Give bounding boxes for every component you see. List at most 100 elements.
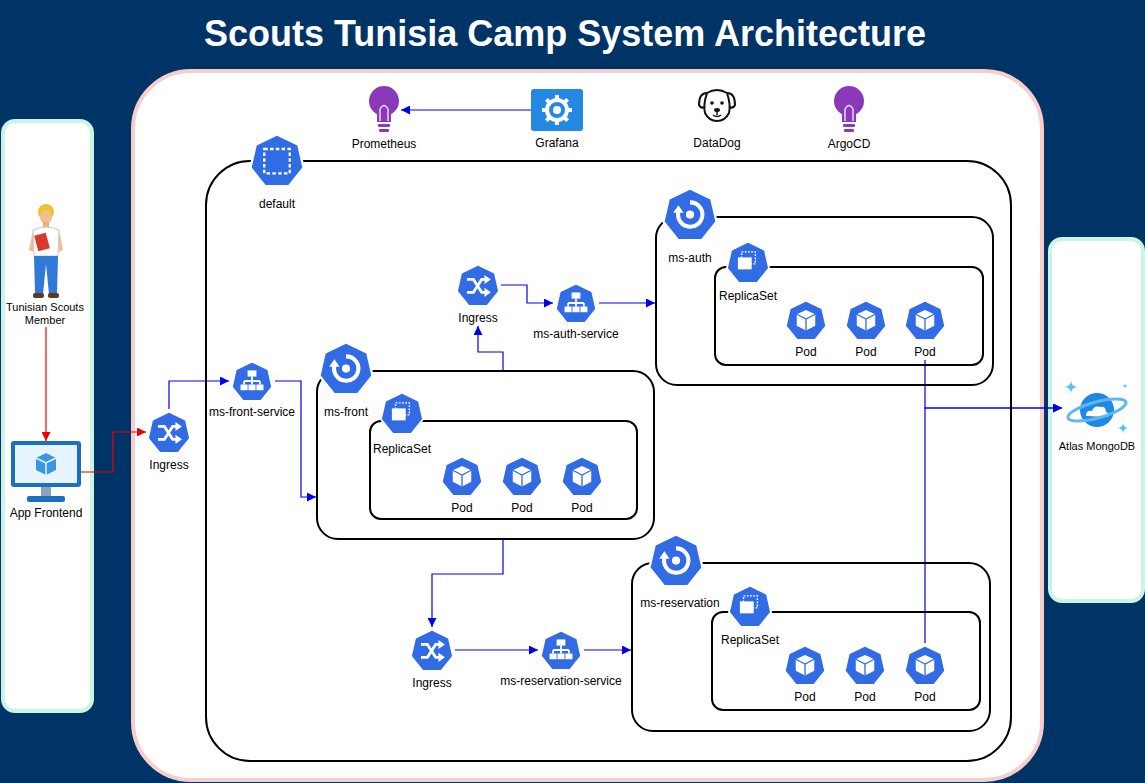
icon-part — [34, 233, 50, 252]
node-label: Ingress — [458, 311, 497, 325]
node-label: App Frontend — [10, 506, 83, 520]
icon-part — [704, 90, 729, 121]
pod-icon — [560, 454, 604, 498]
monitoring-tool: Prometheus — [367, 85, 401, 135]
icon-part — [573, 466, 591, 487]
icon-part — [502, 457, 542, 496]
icon-part — [392, 408, 406, 420]
pod-node: Pod — [784, 298, 828, 360]
node-label: Pod — [914, 690, 935, 704]
rs-icon — [379, 390, 425, 436]
node-label: Pod — [914, 345, 935, 359]
icon-part — [843, 124, 855, 127]
frontend-app: App Frontend — [11, 441, 81, 503]
icon-part — [342, 365, 350, 373]
pod-node: Pod — [440, 454, 484, 516]
node-label: ArgoCD — [828, 137, 871, 151]
flow-connector — [501, 285, 553, 303]
service-node: ms-reservation-service — [538, 628, 584, 672]
icon-part — [562, 457, 602, 496]
icon-part — [857, 314, 875, 330]
icon-part — [785, 646, 825, 685]
node-label: Pod — [571, 501, 592, 515]
icon-part — [797, 314, 815, 330]
icon-part — [33, 227, 59, 256]
icon-part — [916, 659, 934, 675]
flow-connector — [401, 109, 531, 110]
icon-part — [541, 631, 581, 670]
icon-part — [550, 654, 557, 660]
ing-icon — [455, 262, 501, 308]
icon-part — [720, 101, 724, 105]
icon-part — [845, 106, 853, 122]
pod-icon — [784, 298, 828, 342]
icon-part — [411, 630, 453, 671]
monitoring-tool: Grafana — [531, 89, 583, 131]
rs-icon — [727, 583, 773, 629]
node-label: ms-reservation-service — [500, 674, 621, 688]
icon-part — [48, 293, 59, 298]
node-label: Atlas MongoDB — [1059, 440, 1135, 453]
icon-part — [467, 279, 485, 292]
icon-part — [11, 441, 81, 487]
icon-part — [649, 534, 702, 586]
icon-part — [36, 458, 56, 475]
icon-part — [729, 586, 771, 627]
svc-icon — [553, 281, 599, 325]
icon-part — [378, 124, 390, 127]
bulb-icon — [832, 85, 866, 135]
flow-connector — [925, 408, 1062, 643]
atlas-icon — [1062, 378, 1132, 438]
node-label: default — [259, 197, 295, 211]
icon-part — [377, 109, 391, 122]
deployment-box: ms-authReplicaSetPodPodPod — [655, 216, 994, 386]
pod-node: Pod — [783, 643, 827, 705]
icon-part — [513, 466, 531, 487]
pod-node: Pod — [903, 298, 947, 360]
node-label: Prometheus — [352, 137, 417, 151]
monitoring-tool: DataDog — [695, 83, 739, 125]
bulb-icon — [367, 85, 401, 135]
dep-icon — [647, 531, 705, 589]
flow-connector — [455, 649, 538, 650]
dog-icon — [695, 83, 739, 125]
user-panel — [3, 121, 92, 711]
icon-part — [714, 108, 720, 112]
icon-part — [438, 640, 444, 662]
node-label: Pod — [795, 345, 816, 359]
svc-icon — [538, 628, 584, 672]
flow-connector — [81, 432, 146, 472]
pod-icon — [500, 454, 544, 498]
node-label: Ingress — [412, 676, 451, 690]
icon-part — [531, 89, 583, 131]
diagram-title: Scouts Tunisia Camp System Architecture — [0, 12, 1130, 56]
icon-part — [727, 242, 769, 283]
node-label: Pod — [855, 345, 876, 359]
icon-part — [916, 655, 934, 676]
icon-part — [699, 93, 735, 108]
deployment-box: ms-reservationReplicaSetPodPodPod — [631, 562, 991, 732]
icon-part — [1122, 383, 1128, 389]
icon-part — [381, 393, 423, 434]
icon-part — [565, 654, 572, 660]
icon-part — [256, 385, 263, 391]
node-label: ms-front — [324, 405, 368, 419]
dep-icon — [661, 185, 719, 243]
pod-node: Pod — [903, 643, 947, 705]
icon-part — [678, 202, 702, 226]
icon-part — [453, 466, 471, 487]
member-figure: Tunisian Scouts Member — [3, 200, 89, 327]
icon-part — [905, 646, 945, 685]
icon-part — [738, 257, 752, 269]
icon-part — [557, 654, 564, 660]
icon-part — [557, 639, 566, 645]
icon-part — [713, 112, 721, 117]
pod-node: Pod — [844, 298, 888, 360]
node-label: ms-front-service — [209, 405, 295, 419]
icon-part — [916, 310, 934, 331]
node-label: ReplicaSet — [719, 289, 777, 303]
icon-part — [379, 129, 389, 132]
database-node: Atlas MongoDB — [1062, 378, 1132, 438]
flow-connector — [45, 327, 46, 441]
